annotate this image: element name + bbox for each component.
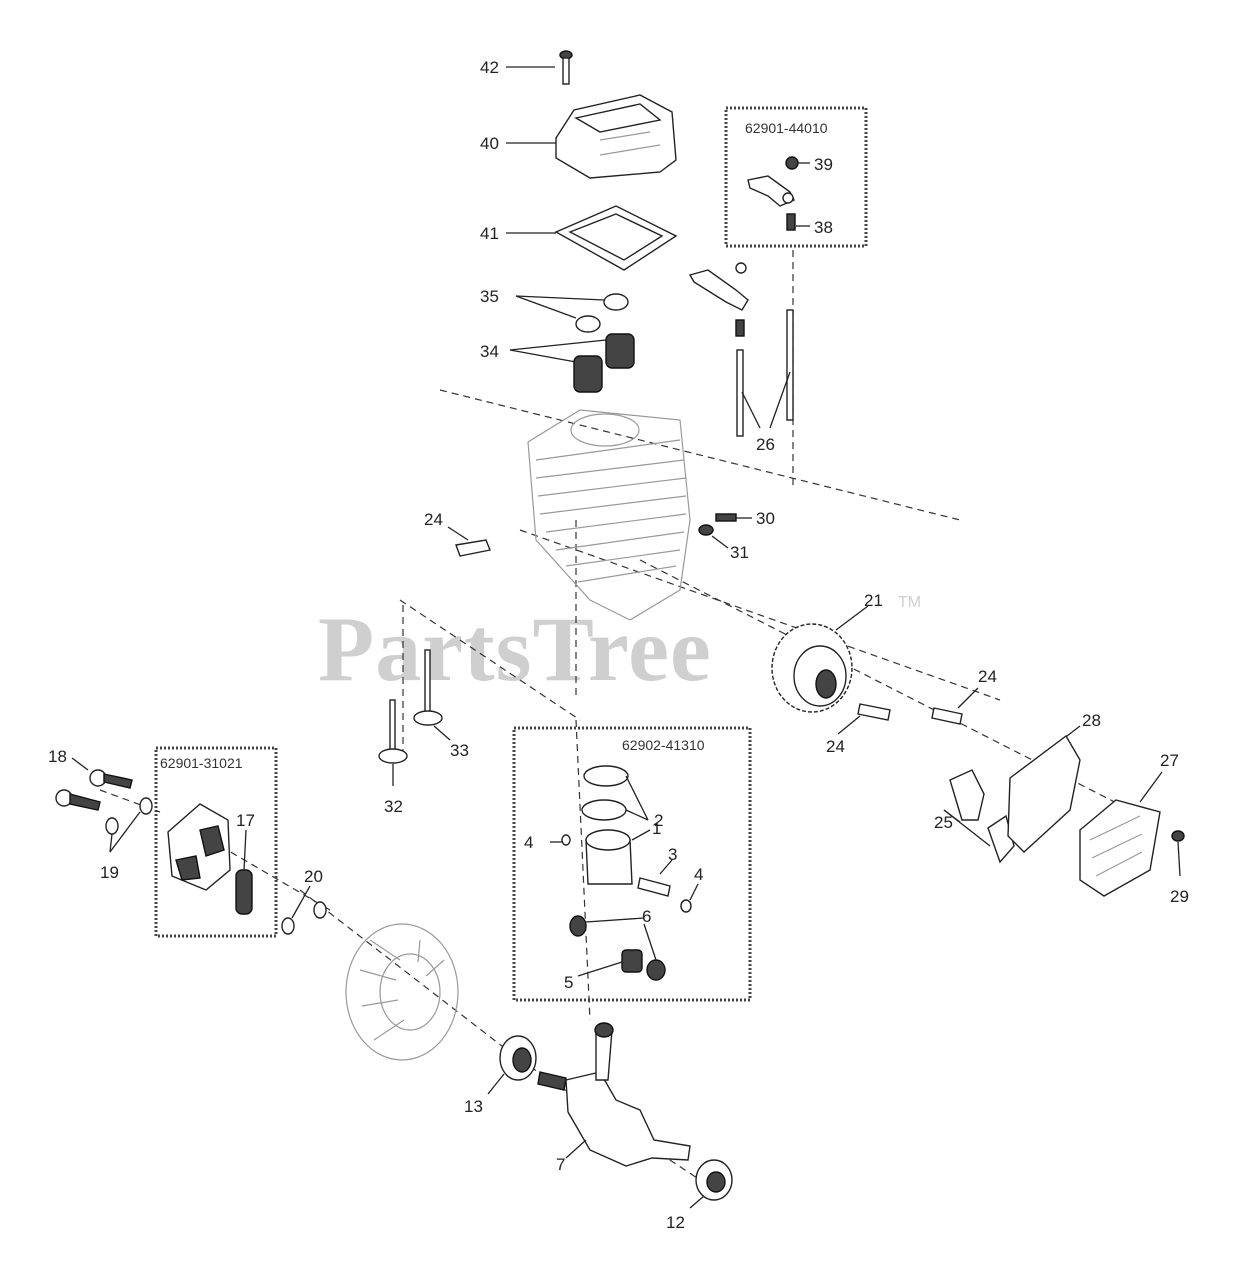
part-25-bracket[interactable]: [943, 769, 1015, 864]
callout-4-right[interactable]: 4: [694, 865, 703, 884]
rocker-arm-kit-arm[interactable]: [747, 175, 795, 207]
callout-24-right[interactable]: 24: [978, 667, 997, 686]
callout-6[interactable]: 6: [642, 907, 651, 926]
callout-3[interactable]: 3: [668, 845, 677, 864]
piston-kit-number[interactable]: 62902-41310: [622, 737, 705, 753]
callout-13[interactable]: 13: [464, 1097, 483, 1116]
callout-40[interactable]: 40: [480, 134, 499, 153]
part-4-clip-right[interactable]: [680, 883, 699, 913]
part-19-washers[interactable]: [105, 797, 153, 853]
part-2-piston-rings[interactable]: [581, 765, 649, 821]
part-39-nut[interactable]: [785, 156, 810, 170]
callout-39[interactable]: 39: [814, 155, 833, 174]
callout-41[interactable]: 41: [480, 224, 499, 243]
part-35-retainers[interactable]: [515, 293, 629, 333]
cylinder[interactable]: [527, 409, 691, 621]
callout-1[interactable]: 1: [652, 819, 661, 838]
part-5-needle-bearing[interactable]: [577, 949, 643, 977]
callout-7[interactable]: 7: [556, 1155, 565, 1174]
alignment-lines: [99, 250, 1151, 1181]
callout-27[interactable]: 27: [1160, 751, 1179, 770]
callout-30[interactable]: 30: [756, 509, 775, 528]
clutch-shoes[interactable]: [167, 803, 231, 891]
callout-32[interactable]: 32: [384, 797, 403, 816]
callout-28[interactable]: 28: [1082, 711, 1101, 730]
part-26-push-rods[interactable]: [736, 309, 794, 437]
part-17-clutch-spring[interactable]: [235, 829, 253, 915]
rocker-arm-kit-number[interactable]: 62901-44010: [745, 120, 828, 136]
callout-31[interactable]: 31: [730, 543, 749, 562]
callout-24-center[interactable]: 24: [826, 737, 845, 756]
callout-25[interactable]: 25: [934, 813, 953, 832]
part-21-cam-gear[interactable]: [771, 605, 869, 713]
part-3-piston-pin[interactable]: [637, 859, 673, 897]
callout-5[interactable]: 5: [564, 973, 573, 992]
callout-35[interactable]: 35: [480, 287, 499, 306]
part-34-valve-springs[interactable]: [509, 333, 635, 393]
part-27-cam-cover[interactable]: [1079, 771, 1163, 897]
part-33-valve[interactable]: [413, 649, 451, 741]
callout-17[interactable]: 17: [236, 811, 255, 830]
part-31-washer[interactable]: [698, 524, 729, 549]
part-7-crankshaft[interactable]: [537, 1022, 691, 1167]
flywheel[interactable]: [345, 923, 459, 1061]
callout-labels: 42 40 41 39 38 35 34 26 24 30 31 21 24 2…: [48, 58, 1189, 1232]
callout-19[interactable]: 19: [100, 863, 119, 882]
part-41-gasket[interactable]: [506, 205, 678, 271]
callout-2[interactable]: 2: [654, 811, 663, 830]
piston-kit-box[interactable]: [512, 726, 752, 1002]
part-12-bearing[interactable]: [689, 1159, 733, 1209]
part-30-screw[interactable]: [715, 513, 752, 522]
part-42-screw[interactable]: [506, 50, 573, 85]
part-13-oil-seal[interactable]: [487, 1035, 537, 1095]
part-40-rocker-cover[interactable]: [506, 94, 677, 179]
callout-21[interactable]: 21: [864, 591, 883, 610]
part-32-valve[interactable]: [378, 699, 408, 786]
part-28-gasket[interactable]: [1007, 725, 1081, 853]
part-24-pin-center[interactable]: [837, 703, 891, 735]
callout-24-left[interactable]: 24: [424, 510, 443, 529]
part-6-bearings[interactable]: [569, 915, 666, 981]
part-29-screw[interactable]: [1171, 830, 1185, 877]
callout-18[interactable]: 18: [48, 747, 67, 766]
part-38-adjuster[interactable]: [786, 213, 810, 231]
part-24-pin-right[interactable]: [931, 687, 979, 725]
callout-34[interactable]: 34: [480, 342, 499, 361]
clutch-kit-box[interactable]: [154, 746, 278, 938]
callout-42[interactable]: 42: [480, 58, 499, 77]
part-1-piston[interactable]: [585, 829, 651, 885]
part-4-clip-left[interactable]: [550, 834, 571, 846]
callout-26[interactable]: 26: [756, 435, 775, 454]
callout-29[interactable]: 29: [1170, 887, 1189, 906]
rocker-arm[interactable]: [688, 262, 749, 337]
callout-38[interactable]: 38: [814, 218, 833, 237]
watermark-text: PartsTree: [318, 598, 712, 700]
watermark-tm: TM: [898, 594, 921, 611]
rocker-arm-kit-box[interactable]: [724, 106, 868, 248]
callout-12[interactable]: 12: [666, 1213, 685, 1232]
part-18-clutch-bolts[interactable]: [55, 757, 133, 811]
part-24-pin-left[interactable]: [447, 526, 491, 557]
callout-33[interactable]: 33: [450, 741, 469, 760]
part-20-washers[interactable]: [281, 885, 327, 935]
callout-4-left[interactable]: 4: [524, 833, 533, 852]
clutch-kit-number[interactable]: 62901-31021: [160, 755, 243, 771]
callout-20[interactable]: 20: [304, 867, 323, 886]
